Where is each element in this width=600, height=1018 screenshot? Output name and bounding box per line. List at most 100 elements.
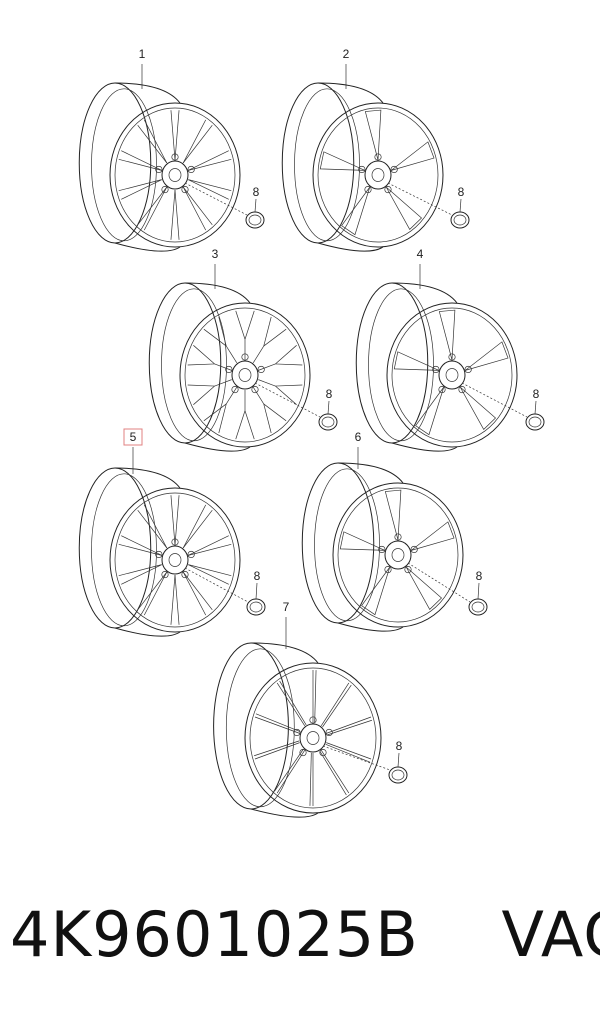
cap-callout-leader — [254, 198, 257, 213]
hub — [364, 160, 392, 190]
spoke-line — [188, 564, 229, 585]
center-bore — [371, 168, 385, 182]
callout-number: 4 — [417, 247, 424, 261]
spoke-line — [182, 571, 207, 616]
wheel-4: 48 — [355, 247, 545, 452]
spoke-line — [137, 186, 168, 225]
cap-callout-leader — [327, 400, 330, 415]
spoke-branch — [187, 363, 215, 366]
spoke-line — [174, 495, 180, 546]
cap-logo — [248, 214, 262, 226]
center-cap: 8 — [322, 739, 408, 784]
lug-nut — [251, 386, 259, 394]
lug-nut — [181, 571, 189, 579]
hub — [438, 360, 466, 390]
barrel-bottom — [391, 442, 458, 452]
spoke-line — [182, 119, 207, 164]
lug-nut — [155, 550, 163, 558]
cap-leader — [407, 562, 471, 603]
barrel-top — [184, 282, 251, 304]
barrel-bottom — [114, 627, 181, 637]
rim-face — [386, 302, 518, 448]
cap-logo — [321, 416, 335, 428]
spoke-line — [143, 504, 168, 549]
callout-number: 2 — [343, 47, 350, 61]
lug-nut — [161, 571, 169, 579]
spoke-line — [322, 684, 352, 728]
rim-inner-edge — [225, 648, 295, 808]
rim-inner-edge — [91, 473, 157, 627]
barrel-bottom — [114, 242, 181, 252]
spoke-line — [137, 571, 168, 610]
spoke-line — [276, 749, 306, 794]
lug-nut — [464, 365, 472, 373]
hub — [299, 723, 327, 753]
spoke-line — [326, 742, 372, 760]
wheel-2: 28 — [281, 47, 470, 252]
cap-callout-number: 8 — [326, 387, 333, 401]
center-cap: 8 — [387, 182, 470, 229]
spoke-line — [174, 574, 180, 625]
callout-number: 5 — [130, 430, 137, 444]
lug-nut — [384, 186, 392, 194]
barrel-bottom — [184, 442, 251, 452]
spoke-stem — [214, 363, 232, 371]
rim-back-edge — [355, 282, 429, 444]
center-bore — [168, 168, 182, 182]
spoke-blade — [364, 109, 382, 161]
rim-inner-edge — [294, 88, 360, 242]
hub — [384, 540, 412, 570]
spoke-stem — [258, 379, 276, 387]
spoke-blade — [339, 531, 385, 551]
lug-nut — [394, 533, 402, 541]
spoke-line — [182, 125, 213, 164]
rim-face — [332, 482, 464, 628]
lug-nut — [171, 538, 179, 546]
rim-inner-edge — [314, 468, 380, 622]
spoke-line — [143, 571, 168, 616]
cap-callout-number: 8 — [253, 185, 260, 199]
rim-lip — [317, 107, 439, 243]
barrel-top — [114, 467, 181, 489]
lug-nut — [358, 165, 366, 173]
spoke-line — [121, 150, 162, 171]
spoke-branch — [263, 328, 287, 347]
spoke-line — [143, 119, 168, 164]
cap-leader — [461, 382, 528, 418]
rim-inner-edge — [368, 288, 434, 442]
cap-logo — [528, 416, 542, 428]
lug-nut — [319, 749, 327, 757]
lug-nut — [364, 186, 372, 194]
spoke-branch — [275, 345, 297, 365]
spoke-branch — [193, 345, 215, 365]
cap-callout-leader — [534, 400, 537, 415]
spoke-line — [121, 179, 162, 200]
lug-nut — [404, 566, 412, 574]
spoke-branch — [244, 410, 255, 440]
highlight-box — [123, 428, 143, 446]
spoke-branch — [193, 385, 215, 405]
cap-logo — [471, 601, 485, 613]
lug-nut — [448, 353, 456, 361]
spoke-line — [274, 748, 304, 792]
spoke-line — [121, 564, 162, 585]
spoke-line — [118, 158, 162, 171]
spoke-line — [170, 495, 176, 546]
wheel-1: 18 — [78, 47, 265, 252]
spoke-blade — [319, 151, 365, 171]
center-cap: 8 — [407, 562, 488, 616]
spoke-blade — [385, 186, 423, 230]
cap-logo — [453, 214, 467, 226]
spoke-line — [188, 150, 229, 171]
spoke-stem — [252, 345, 265, 364]
cap-logo — [249, 601, 263, 613]
rim-lip — [114, 107, 236, 243]
wheel-3: 38 — [148, 247, 338, 452]
callout-number: 6 — [355, 430, 362, 444]
callout-number: 3 — [212, 247, 219, 261]
part-code: 4K9601025B — [10, 898, 419, 971]
lug-nut — [257, 365, 265, 373]
wheel-5: 58 — [78, 428, 266, 637]
rim-back-edge — [78, 82, 152, 244]
